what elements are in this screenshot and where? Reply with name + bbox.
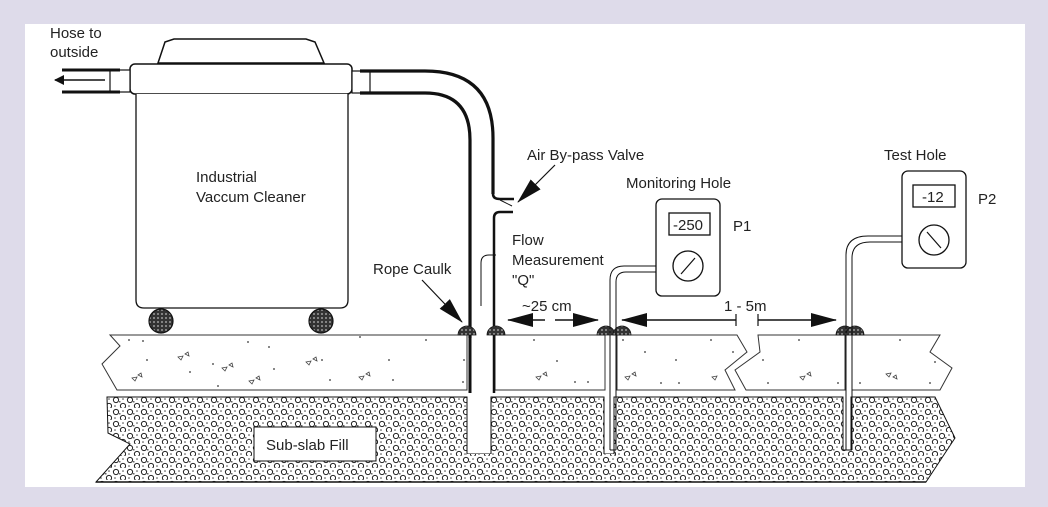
gauge-p1-label: P1: [733, 218, 751, 235]
flow-measurement-line3: "Q": [512, 272, 534, 289]
rope-caulk-beads: [457, 325, 865, 336]
monitoring-hole-label: Monitoring Hole: [626, 175, 731, 192]
test-hole-label: Test Hole: [884, 147, 947, 164]
gauge-p1-reading: -250: [673, 217, 703, 234]
exhaust-hose: [54, 68, 131, 94]
hose-to-outside-line2: outside: [50, 44, 98, 61]
gauge-p2: -12: [901, 170, 967, 269]
gauge-p2-reading: -12: [922, 189, 944, 206]
wheel-left: [148, 308, 174, 334]
concrete-slab: [101, 334, 953, 391]
flow-measurement-line1: Flow: [512, 232, 544, 249]
wheel-right: [308, 308, 334, 334]
monitoring-hole: [609, 265, 657, 451]
bypass-valve-arrow: [517, 164, 556, 203]
distance-far-label: 1 - 5m: [724, 298, 767, 315]
test-hole: [845, 235, 902, 451]
hose-to-outside-line1: Hose to: [50, 25, 102, 42]
dimension-near: ~25 cm: [507, 298, 599, 327]
vacuum-label-line1: Industrial: [196, 169, 257, 186]
flow-measurement-line2: Measurement: [512, 252, 605, 269]
gauge-p2-display: [912, 184, 956, 208]
industrial-vacuum-cleaner: Industrial Vaccum Cleaner: [129, 38, 353, 334]
suction-hose: [351, 69, 514, 393]
sub-slab-fill-label: Sub-slab Fill: [253, 426, 377, 462]
vacuum-label-line2: Vaccum Cleaner: [196, 189, 306, 206]
rope-caulk-label: Rope Caulk: [373, 261, 452, 278]
gauge-p1-display: [668, 212, 711, 236]
slab-aggregate: [128, 336, 936, 387]
distance-near-label: ~25 cm: [522, 298, 572, 315]
bypass-valve-label: Air By-pass Valve: [527, 147, 644, 164]
gauge-p1: -250: [655, 198, 721, 297]
gauge-p2-label: P2: [978, 191, 996, 208]
dimension-far: 1 - 5m: [621, 298, 837, 327]
rope-caulk-arrow: [421, 279, 463, 323]
sub-slab-fill: [94, 396, 956, 483]
sub-slab-fill-text: Sub-slab Fill: [266, 437, 349, 454]
